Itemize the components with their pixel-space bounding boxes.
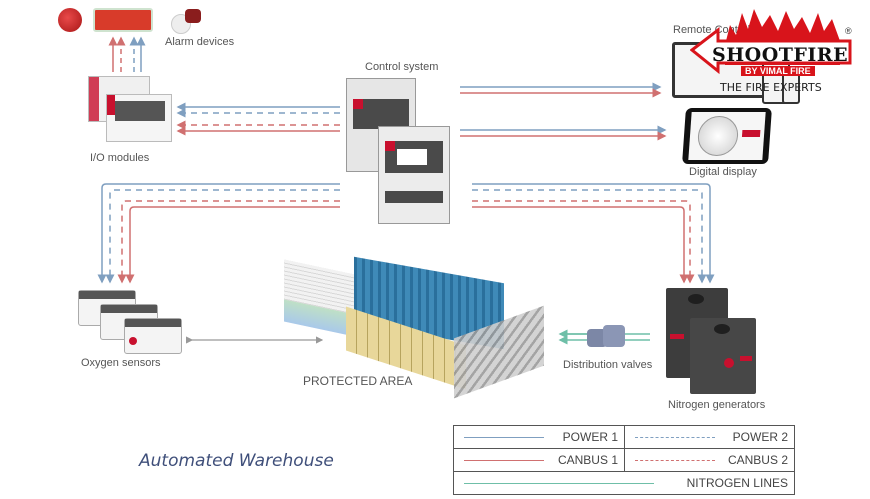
legend-swatch <box>464 437 544 438</box>
legend-label: CANBUS 2 <box>727 453 788 467</box>
label-alarm-devices: Alarm devices <box>165 36 235 48</box>
label-protected-area: PROTECTED AREA <box>303 374 413 388</box>
label-io-modules: I/O modules <box>90 152 150 164</box>
oxygen-sensors <box>78 290 184 354</box>
label-oxygen-sensors: Oxygen sensors <box>81 357 161 369</box>
alarm-devices <box>55 6 215 34</box>
io-alarm-lines <box>108 36 146 72</box>
label-distribution-valves: Distribution valves <box>563 359 653 371</box>
digital-display <box>682 108 772 164</box>
legend-nitrogen: NITROGEN LINES <box>454 472 794 494</box>
legend-power2: POWER 2 <box>625 426 794 448</box>
logo-brand: SHOOTFIRE <box>712 44 849 66</box>
beacon-icon <box>58 8 82 32</box>
label-control-system: Control system <box>365 61 439 73</box>
legend: POWER 1 POWER 2 CANBUS 1 CANBUS 2 NITROG… <box>453 425 795 495</box>
logo-registered: ® <box>845 26 852 36</box>
nitrogen-generators <box>666 286 760 396</box>
legend-canbus1: CANBUS 1 <box>454 449 625 471</box>
legend-label: POWER 2 <box>732 430 788 444</box>
legend-power1: POWER 1 <box>454 426 625 448</box>
control-system <box>346 78 461 228</box>
legend-swatch <box>464 483 654 484</box>
logo-sub: BY VIMAL FIRE <box>741 66 815 76</box>
legend-label: NITROGEN LINES <box>686 476 788 490</box>
legend-canbus2: CANBUS 2 <box>625 449 794 471</box>
label-nitrogen-generators: Nitrogen generators <box>668 399 766 411</box>
legend-swatch <box>635 437 715 438</box>
control-io-lines <box>176 102 340 136</box>
label-digital-display: Digital display <box>689 166 757 178</box>
distribution-valves <box>587 323 629 351</box>
legend-label: CANBUS 1 <box>557 453 618 467</box>
sounder-icon <box>185 9 201 23</box>
shootfire-logo <box>690 9 852 75</box>
legend-swatch <box>464 460 544 461</box>
protected-area-warehouse <box>284 256 554 399</box>
io-modules <box>88 76 172 142</box>
alarm-panel-icon <box>93 8 153 32</box>
control-oxygen-lines <box>97 183 340 284</box>
control-remote-lines <box>460 82 667 141</box>
caption-automated-warehouse: Automated Warehouse <box>139 451 334 471</box>
control-nitrogen-lines <box>472 183 715 284</box>
legend-swatch <box>635 460 715 461</box>
legend-label: POWER 1 <box>562 430 618 444</box>
logo-tagline: THE FIRE EXPERTS <box>720 81 822 94</box>
